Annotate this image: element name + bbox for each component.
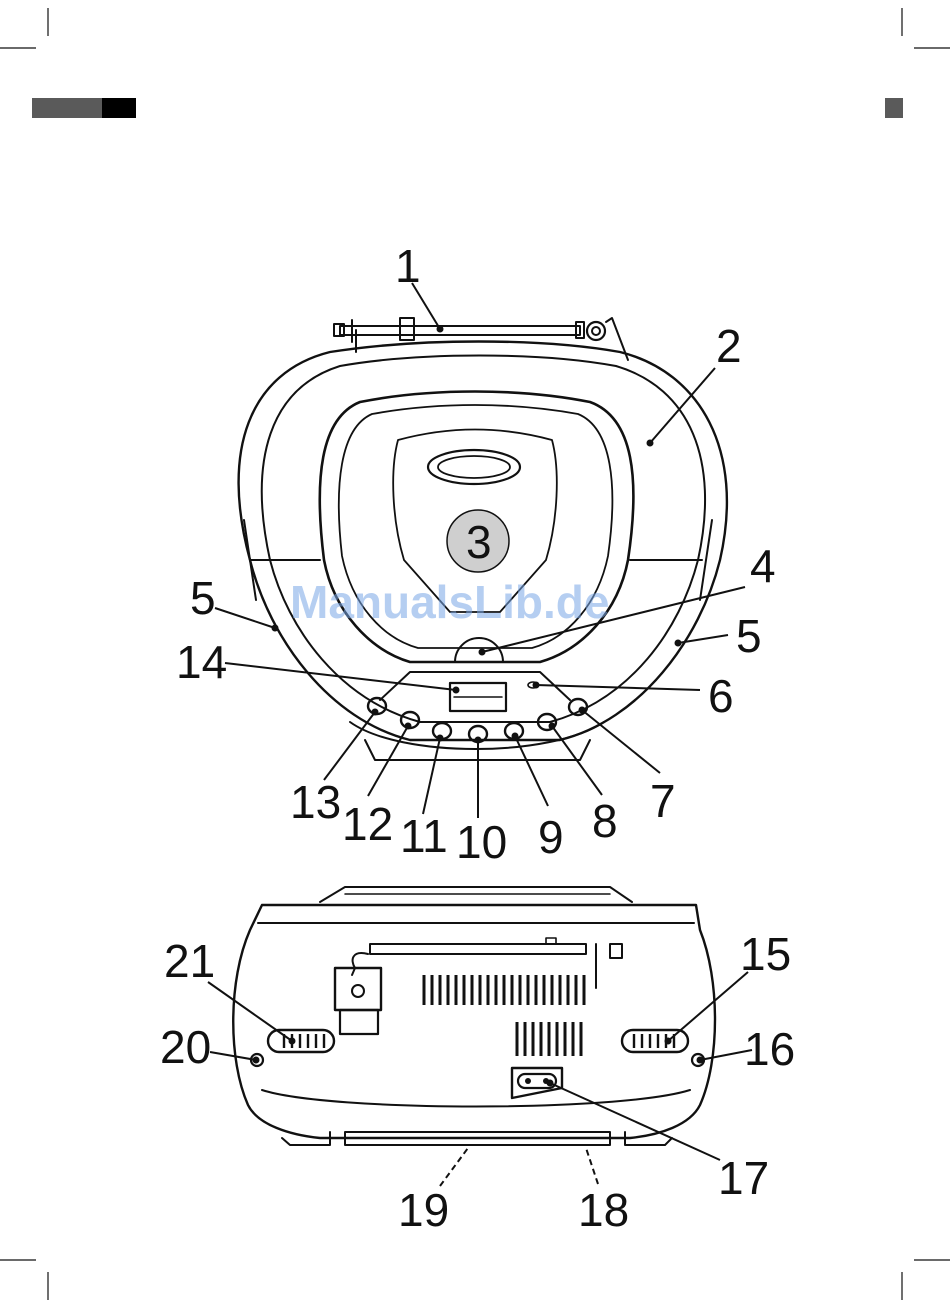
watermark: ManualsLib.de [290,576,609,628]
callout-5-right: 5 [736,610,762,662]
callout-14: 14 [176,636,227,688]
ac-power-socket [512,1068,562,1098]
rear-view-diagram: 15 16 17 18 19 20 21 [160,887,795,1236]
callout-18: 18 [578,1184,629,1236]
vent-grille-upper [424,975,584,1005]
callout-20: 20 [160,1021,211,1073]
callout-1: 1 [395,240,421,292]
callout-19: 19 [398,1184,449,1236]
callout-10: 10 [456,816,507,868]
callout-4: 4 [750,540,776,592]
callout-11: 11 [400,810,448,862]
open-button [455,638,503,662]
callout-16: 16 [744,1023,795,1075]
callout-12: 12 [342,798,393,850]
vent-grille-lower [517,1022,581,1056]
callout-17: 17 [718,1152,769,1204]
callout-7: 7 [650,775,676,827]
header-bar [32,98,903,118]
callout-9: 9 [538,811,564,863]
leader-dots-rear [253,1038,704,1087]
rear-housing [233,905,715,1138]
callout-15: 15 [740,928,791,980]
left-speaker-port [268,1030,334,1052]
callout-13: 13 [290,776,341,828]
antenna-mount [335,968,381,1010]
antenna [334,318,628,360]
callout-21: 21 [164,935,215,987]
callout-6: 6 [708,670,734,722]
callout-8: 8 [592,795,618,847]
top-view-diagram: 1 2 3 4 5 5 6 7 8 9 10 11 12 13 14 [176,240,776,868]
callout-3: 3 [466,516,492,568]
callout-5-left: 5 [190,572,216,624]
callout-2: 2 [716,320,742,372]
